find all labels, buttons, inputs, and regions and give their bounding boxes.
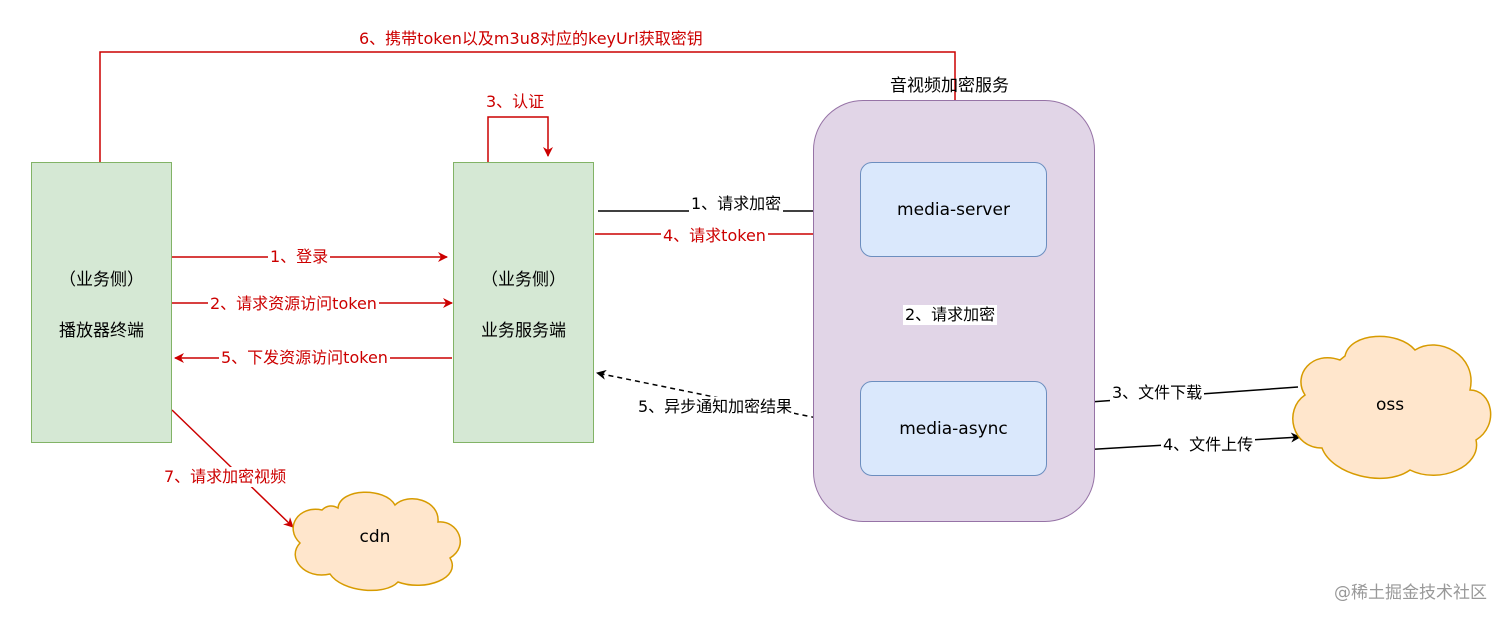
cdn-cloud-shape	[292, 491, 461, 592]
oss-label: oss	[1375, 395, 1405, 415]
edge-label-req-encrypt: 1、请求加密	[689, 194, 784, 214]
cdn-label: cdn	[359, 527, 391, 547]
media-async-label: media-async	[899, 418, 1008, 439]
business-side-label: （业务侧）	[481, 269, 566, 290]
edge-label-req-encrypt-async: 2、请求加密	[903, 305, 998, 325]
player-side-label: （业务侧）	[59, 269, 144, 290]
edge-label-file-upload: 4、文件上传	[1161, 435, 1256, 455]
media-async-node[interactable]: media-async	[860, 381, 1047, 476]
edge-label-login: 1、登录	[268, 247, 331, 267]
player-terminal-node[interactable]: （业务侧） 播放器终端	[31, 162, 172, 443]
edge-label-key-fetch: 6、携带token以及m3u8对应的keyUrl获取密钥	[357, 29, 705, 49]
watermark: @稀土掘金技术社区	[1334, 583, 1487, 603]
media-server-label: media-server	[897, 199, 1010, 220]
edge-auth	[487, 116, 553, 162]
media-server-node[interactable]: media-server	[860, 162, 1047, 257]
edge-label-req-token: 4、请求token	[661, 226, 768, 246]
edge-label-req-encrypt-video: 7、请求加密视频	[162, 467, 289, 487]
edge-label-auth: 3、认证	[484, 92, 547, 112]
edge-label-async-notify: 5、异步通知加密结果	[636, 397, 795, 417]
edge-label-file-download: 3、文件下载	[1110, 383, 1205, 403]
edge-label-issue-access-token: 5、下发资源访问token	[219, 348, 390, 368]
business-name-label: 业务服务端	[481, 320, 566, 341]
business-server-node[interactable]: （业务侧） 业务服务端	[453, 162, 594, 443]
oss-cloud-shape	[1292, 335, 1492, 479]
player-name-label: 播放器终端	[59, 320, 144, 341]
edge-label-req-access-token: 2、请求资源访问token	[208, 294, 379, 314]
service-group-title: 音视频加密服务	[890, 76, 1009, 96]
